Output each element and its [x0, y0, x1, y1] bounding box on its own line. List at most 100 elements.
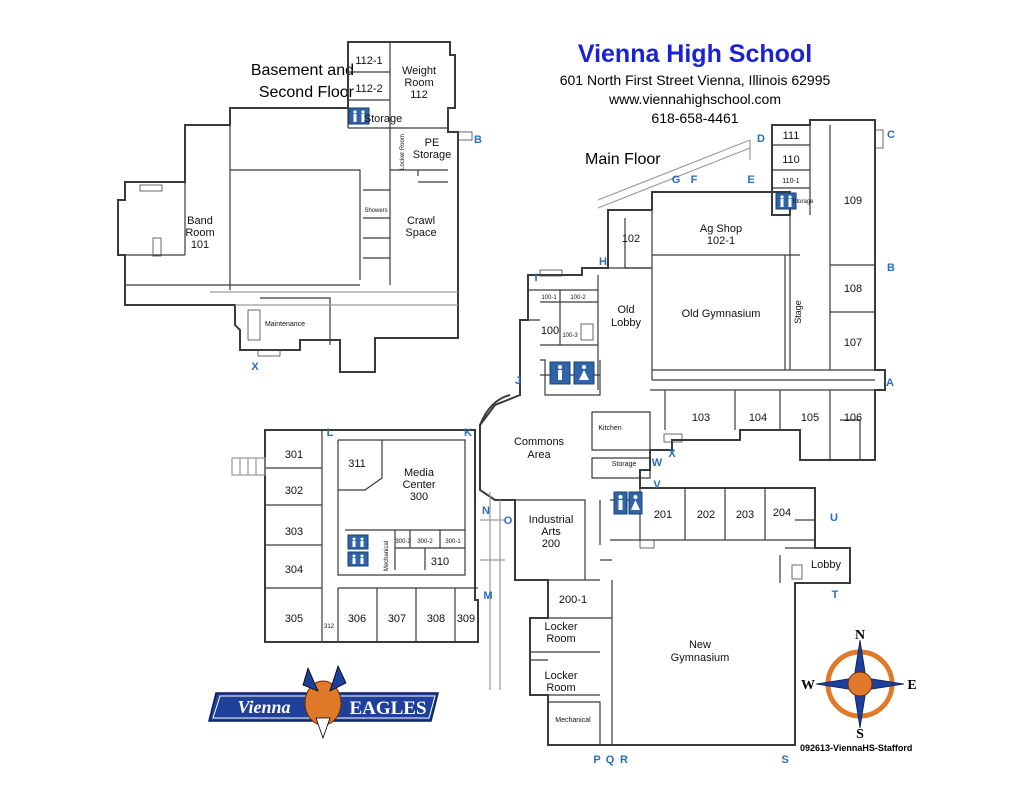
room-104: 104 [749, 412, 767, 424]
room-108: 108 [844, 283, 862, 295]
entrance-g[interactable]: G [672, 174, 681, 186]
room-103: 103 [692, 412, 710, 424]
industrial-arts-label-2: Arts [541, 526, 561, 538]
showers-label: Showers [364, 208, 387, 214]
ag-shop-label-2: 102-1 [707, 235, 735, 247]
room-305: 305 [285, 613, 303, 625]
stage-label: Stage [793, 300, 803, 324]
locker-room-2-label-2: Room [546, 682, 575, 694]
main-plan: 111 110 110-1 Storage 109 108 107 102 Ag… [479, 119, 886, 746]
entrance-p[interactable]: P [593, 754, 600, 766]
compass-eagle-icon [847, 671, 873, 697]
stairs-band-top [139, 184, 163, 192]
kitchen-label: Kitchen [598, 425, 621, 432]
entrance-a[interactable]: A [886, 377, 894, 389]
basement-title-line1: Basement and [250, 62, 354, 79]
room-303: 303 [285, 526, 303, 538]
media-center-label-3: 300 [410, 491, 428, 503]
school-website[interactable]: www.viennahighschool.com [609, 91, 781, 107]
compass-w: W [801, 678, 815, 693]
room-300-1: 300-1 [445, 539, 461, 545]
crawl-space-label-2: Space [405, 227, 436, 239]
restroom-300 [347, 534, 369, 567]
room-109: 109 [844, 195, 862, 207]
entrance-s[interactable]: S [781, 754, 788, 766]
basement-title-line2: Second Floor [258, 84, 354, 101]
band-room-label-1: Band [187, 215, 213, 227]
restroom-j [549, 361, 595, 385]
entrance-c[interactable]: C [887, 129, 895, 141]
room-200-1: 200-1 [559, 594, 587, 606]
entrance-f[interactable]: F [691, 174, 698, 186]
entrance-i[interactable]: I [534, 272, 537, 284]
entrance-j[interactable]: J [515, 375, 521, 387]
vienna-eagles-logo: Vienna EAGLES [208, 664, 439, 740]
wing-300: 301 302 303 304 305 311 Media Center 300… [231, 429, 479, 643]
entrance-v[interactable]: V [653, 479, 661, 491]
room-308: 308 [427, 613, 445, 625]
entrance-d[interactable]: D [757, 133, 765, 145]
room-110-1: 110-1 [782, 178, 799, 185]
storage-kitchen: Storage [612, 461, 637, 468]
mechanical-media: Mechanical [384, 541, 390, 571]
entrance-u[interactable]: U [830, 512, 838, 524]
entrance-k[interactable]: K [464, 427, 472, 439]
entrance-w[interactable]: W [652, 457, 663, 469]
entrance-h[interactable]: H [599, 256, 607, 268]
compass-e: E [907, 678, 916, 693]
entrance-o[interactable]: O [504, 515, 513, 527]
entrance-t[interactable]: T [832, 589, 839, 601]
weight-room-label-2: Room [404, 77, 433, 89]
entrance-b-basement[interactable]: B [474, 134, 482, 146]
stairs-100 [580, 323, 594, 341]
room-307: 307 [388, 613, 406, 625]
room-201: 201 [654, 509, 672, 521]
entrance-r[interactable]: R [620, 754, 628, 766]
stairs-x [663, 433, 683, 443]
eagle-tail-icon [315, 717, 331, 740]
entrance-b-main[interactable]: B [887, 262, 895, 274]
old-gymnasium-label: Old Gymnasium [682, 308, 761, 320]
stairs-v [639, 539, 655, 549]
compass-n: N [855, 628, 865, 643]
lobby-label: Lobby [811, 559, 841, 571]
school-address: 601 North First Street Vienna, Illinois … [559, 72, 831, 88]
new-gymnasium-label-2: Gymnasium [671, 652, 730, 664]
pe-storage-label-1: PE [425, 137, 440, 149]
locker-room-1-label-2: Room [546, 633, 575, 645]
mechanical-south: Mechanical [555, 717, 591, 724]
drawing-id: 092613-ViennaHS-Stafford [800, 743, 913, 753]
pe-storage-label-2: Storage [413, 149, 452, 161]
room-100-1: 100-1 [541, 295, 557, 301]
entrance-l[interactable]: L [327, 427, 334, 439]
restroom-basement [348, 107, 370, 125]
entrance-q[interactable]: Q [606, 754, 615, 766]
old-lobby-label-2: Lobby [611, 317, 641, 329]
locker-room-2-label-1: Locker [544, 670, 577, 682]
room-203: 203 [736, 509, 754, 521]
new-gymnasium-label-1: New [689, 639, 711, 651]
compass-rose: N S E W [801, 628, 917, 738]
entrance-e[interactable]: E [747, 174, 754, 186]
room-310: 310 [431, 556, 449, 568]
locker-room-1-label-1: Locker [544, 621, 577, 633]
room-306: 306 [348, 613, 366, 625]
band-room-label-2: Room [185, 227, 214, 239]
stairs-band [152, 237, 162, 257]
entrance-x-basement[interactable]: X [251, 361, 259, 373]
room-110: 110 [782, 154, 800, 166]
room-107: 107 [844, 337, 862, 349]
room-105: 105 [801, 412, 819, 424]
entrance-n[interactable]: N [482, 505, 490, 517]
entrance-x-main[interactable]: X [668, 448, 676, 460]
room-111: 111 [783, 130, 800, 142]
room-304: 304 [285, 564, 303, 576]
stairs-b [457, 131, 473, 141]
logo-banner-inner [212, 695, 436, 719]
storage-small: Storage [792, 199, 814, 205]
room-300-3: 300-3 [395, 539, 411, 545]
room-112-2: 112-2 [355, 83, 382, 95]
entrance-m[interactable]: M [483, 590, 492, 602]
crawl-space-label-1: Crawl [407, 215, 435, 227]
room-302: 302 [285, 485, 303, 497]
